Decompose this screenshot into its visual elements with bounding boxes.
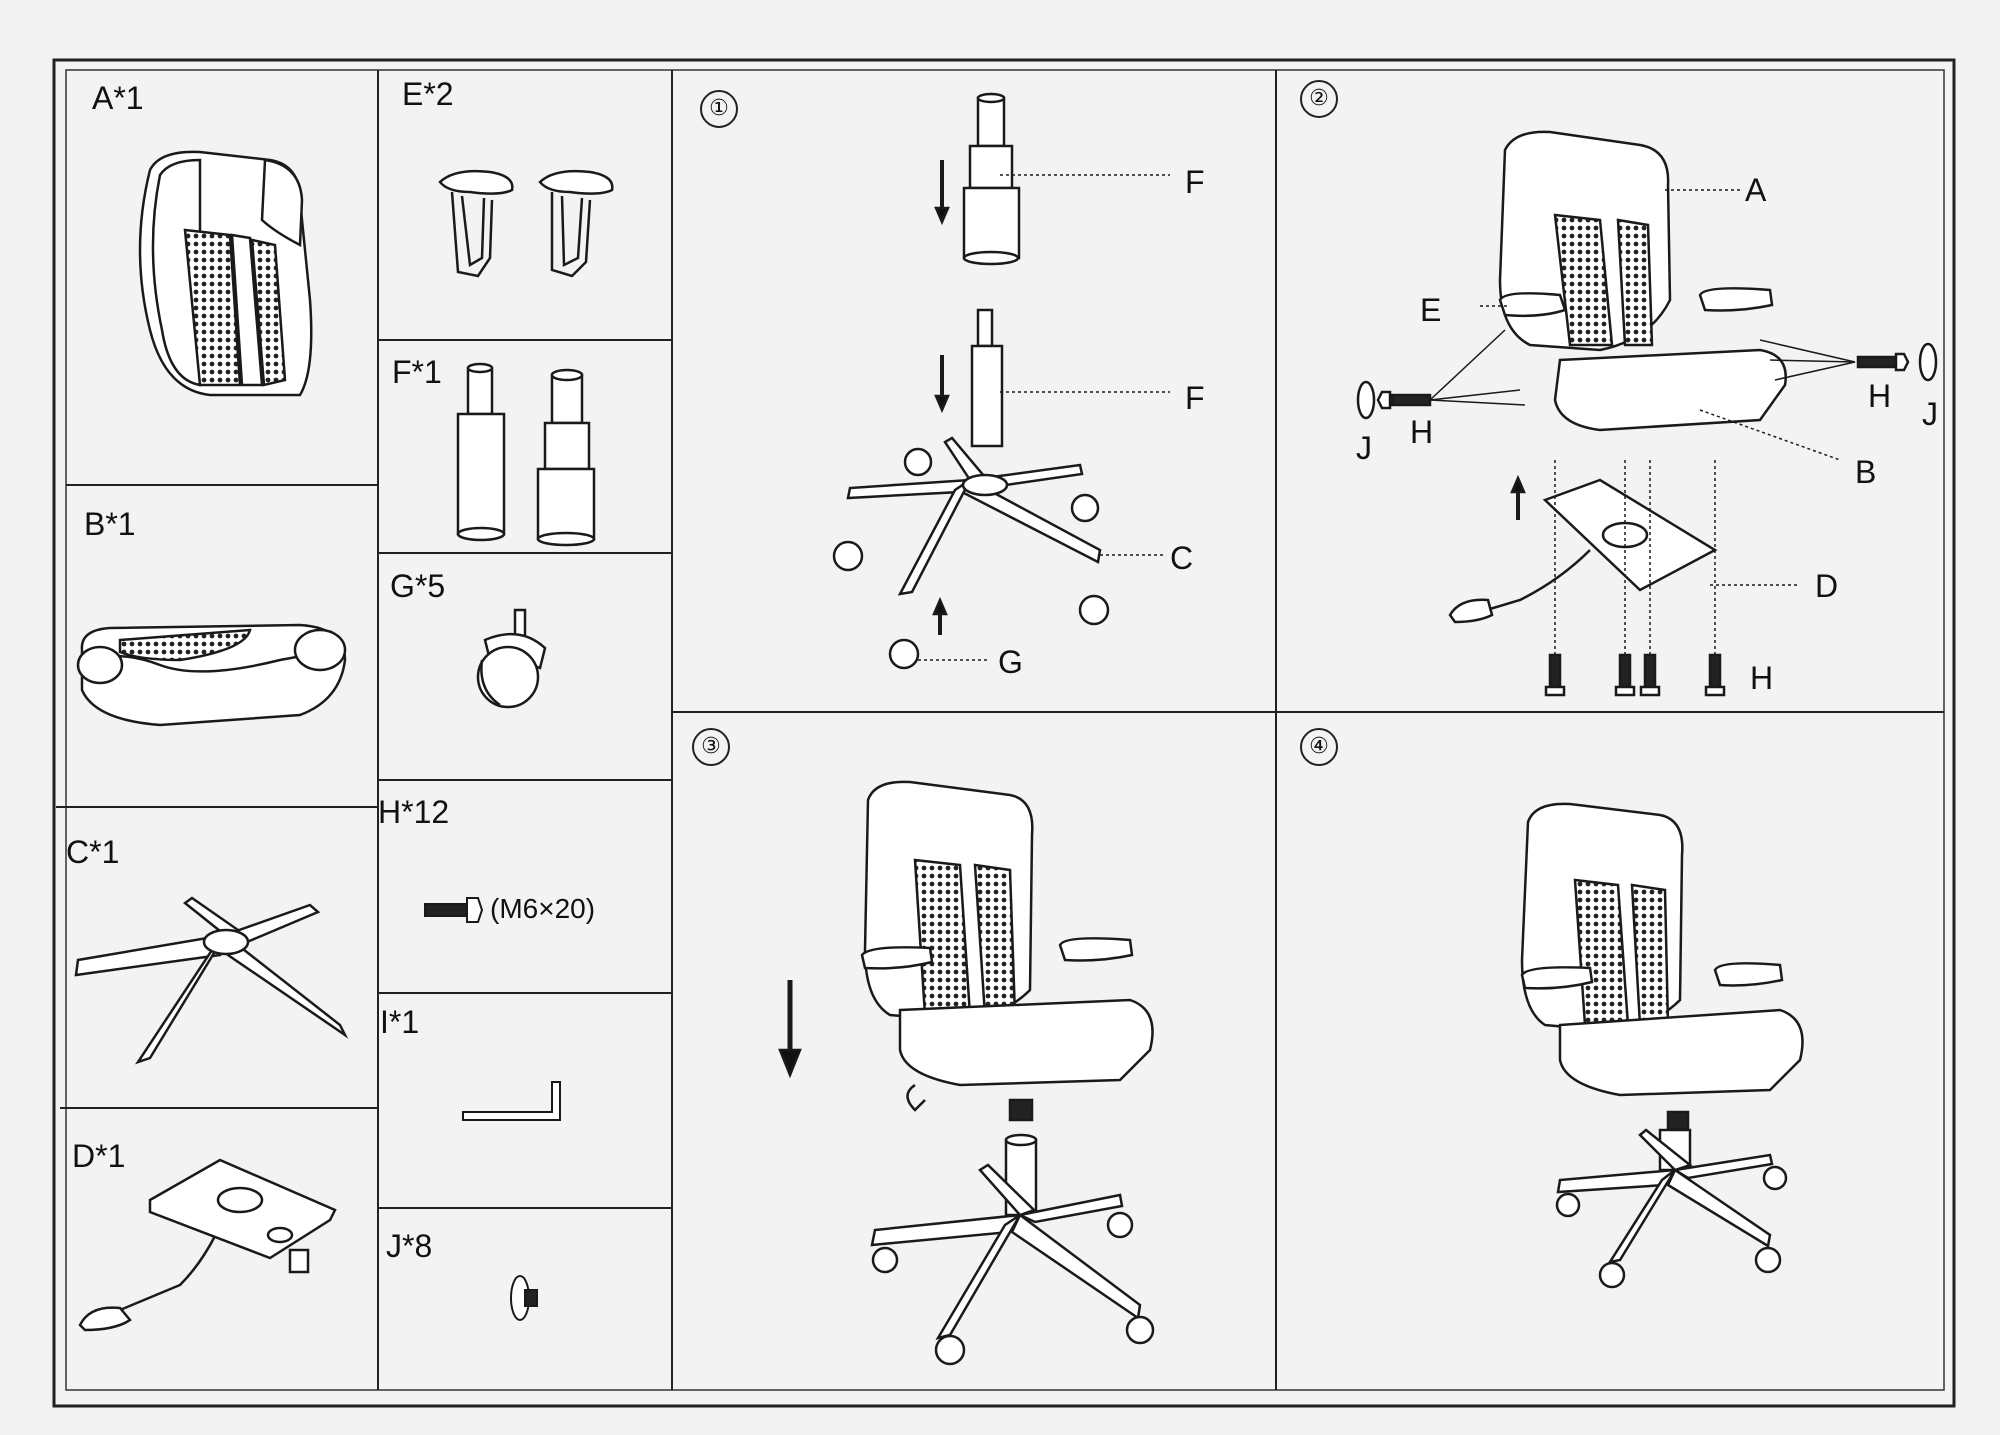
step2-callout-a: A (1745, 172, 1767, 208)
part-label-i: I*1 (380, 1004, 420, 1040)
part-d-mechanism (78, 1158, 337, 1332)
step4-number: ④ (1300, 728, 1338, 766)
step2-callout-j-left: J (1356, 430, 1372, 466)
step1-callout-f-top: F (1185, 164, 1205, 200)
part-h-bolt (424, 897, 484, 923)
step1-callout-c: C (1170, 540, 1194, 576)
part-label-j: J*8 (386, 1228, 433, 1264)
part-g-caster (476, 608, 547, 709)
part-label-g: G*5 (390, 568, 446, 604)
part-b-seat (76, 623, 347, 727)
step2-callout-h-bottom: H (1750, 660, 1774, 696)
step1-callout-f-bottom: F (1185, 380, 1205, 416)
part-f-gas-lifts (456, 362, 596, 547)
part-a-backrest (138, 150, 313, 397)
step1-number: ① (700, 90, 738, 128)
step3-number: ③ (692, 728, 730, 766)
part-label-e: E*2 (402, 76, 454, 112)
part-label-f: F*1 (392, 354, 442, 390)
part-label-c: C*1 (66, 834, 120, 870)
step1-callout-g: G (998, 644, 1023, 680)
part-label-d: D*1 (72, 1138, 126, 1174)
step2-callout-b: B (1855, 454, 1877, 490)
part-h-spec: (M6×20) (490, 893, 596, 924)
step2-number: ② (1300, 80, 1338, 118)
part-j-washer (510, 1275, 538, 1321)
step2-drawing (1356, 130, 1938, 697)
step2-callout-d: D (1815, 568, 1839, 604)
step3-drawing (778, 780, 1155, 1366)
step4-drawing (1520, 802, 1804, 1289)
part-e-armrests (438, 169, 614, 278)
part-i-allen-key (462, 1081, 561, 1121)
part-label-h: H*12 (378, 794, 450, 830)
step2-callout-e: E (1420, 292, 1442, 328)
step2-callout-h-left: H (1410, 414, 1434, 450)
step1-drawing (832, 92, 1170, 670)
part-label-a: A*1 (92, 80, 144, 116)
part-label-b: B*1 (84, 506, 136, 542)
step2-callout-j-right: J (1922, 396, 1938, 432)
part-c-base (74, 896, 349, 1065)
step2-callout-h-right: H (1868, 378, 1892, 414)
